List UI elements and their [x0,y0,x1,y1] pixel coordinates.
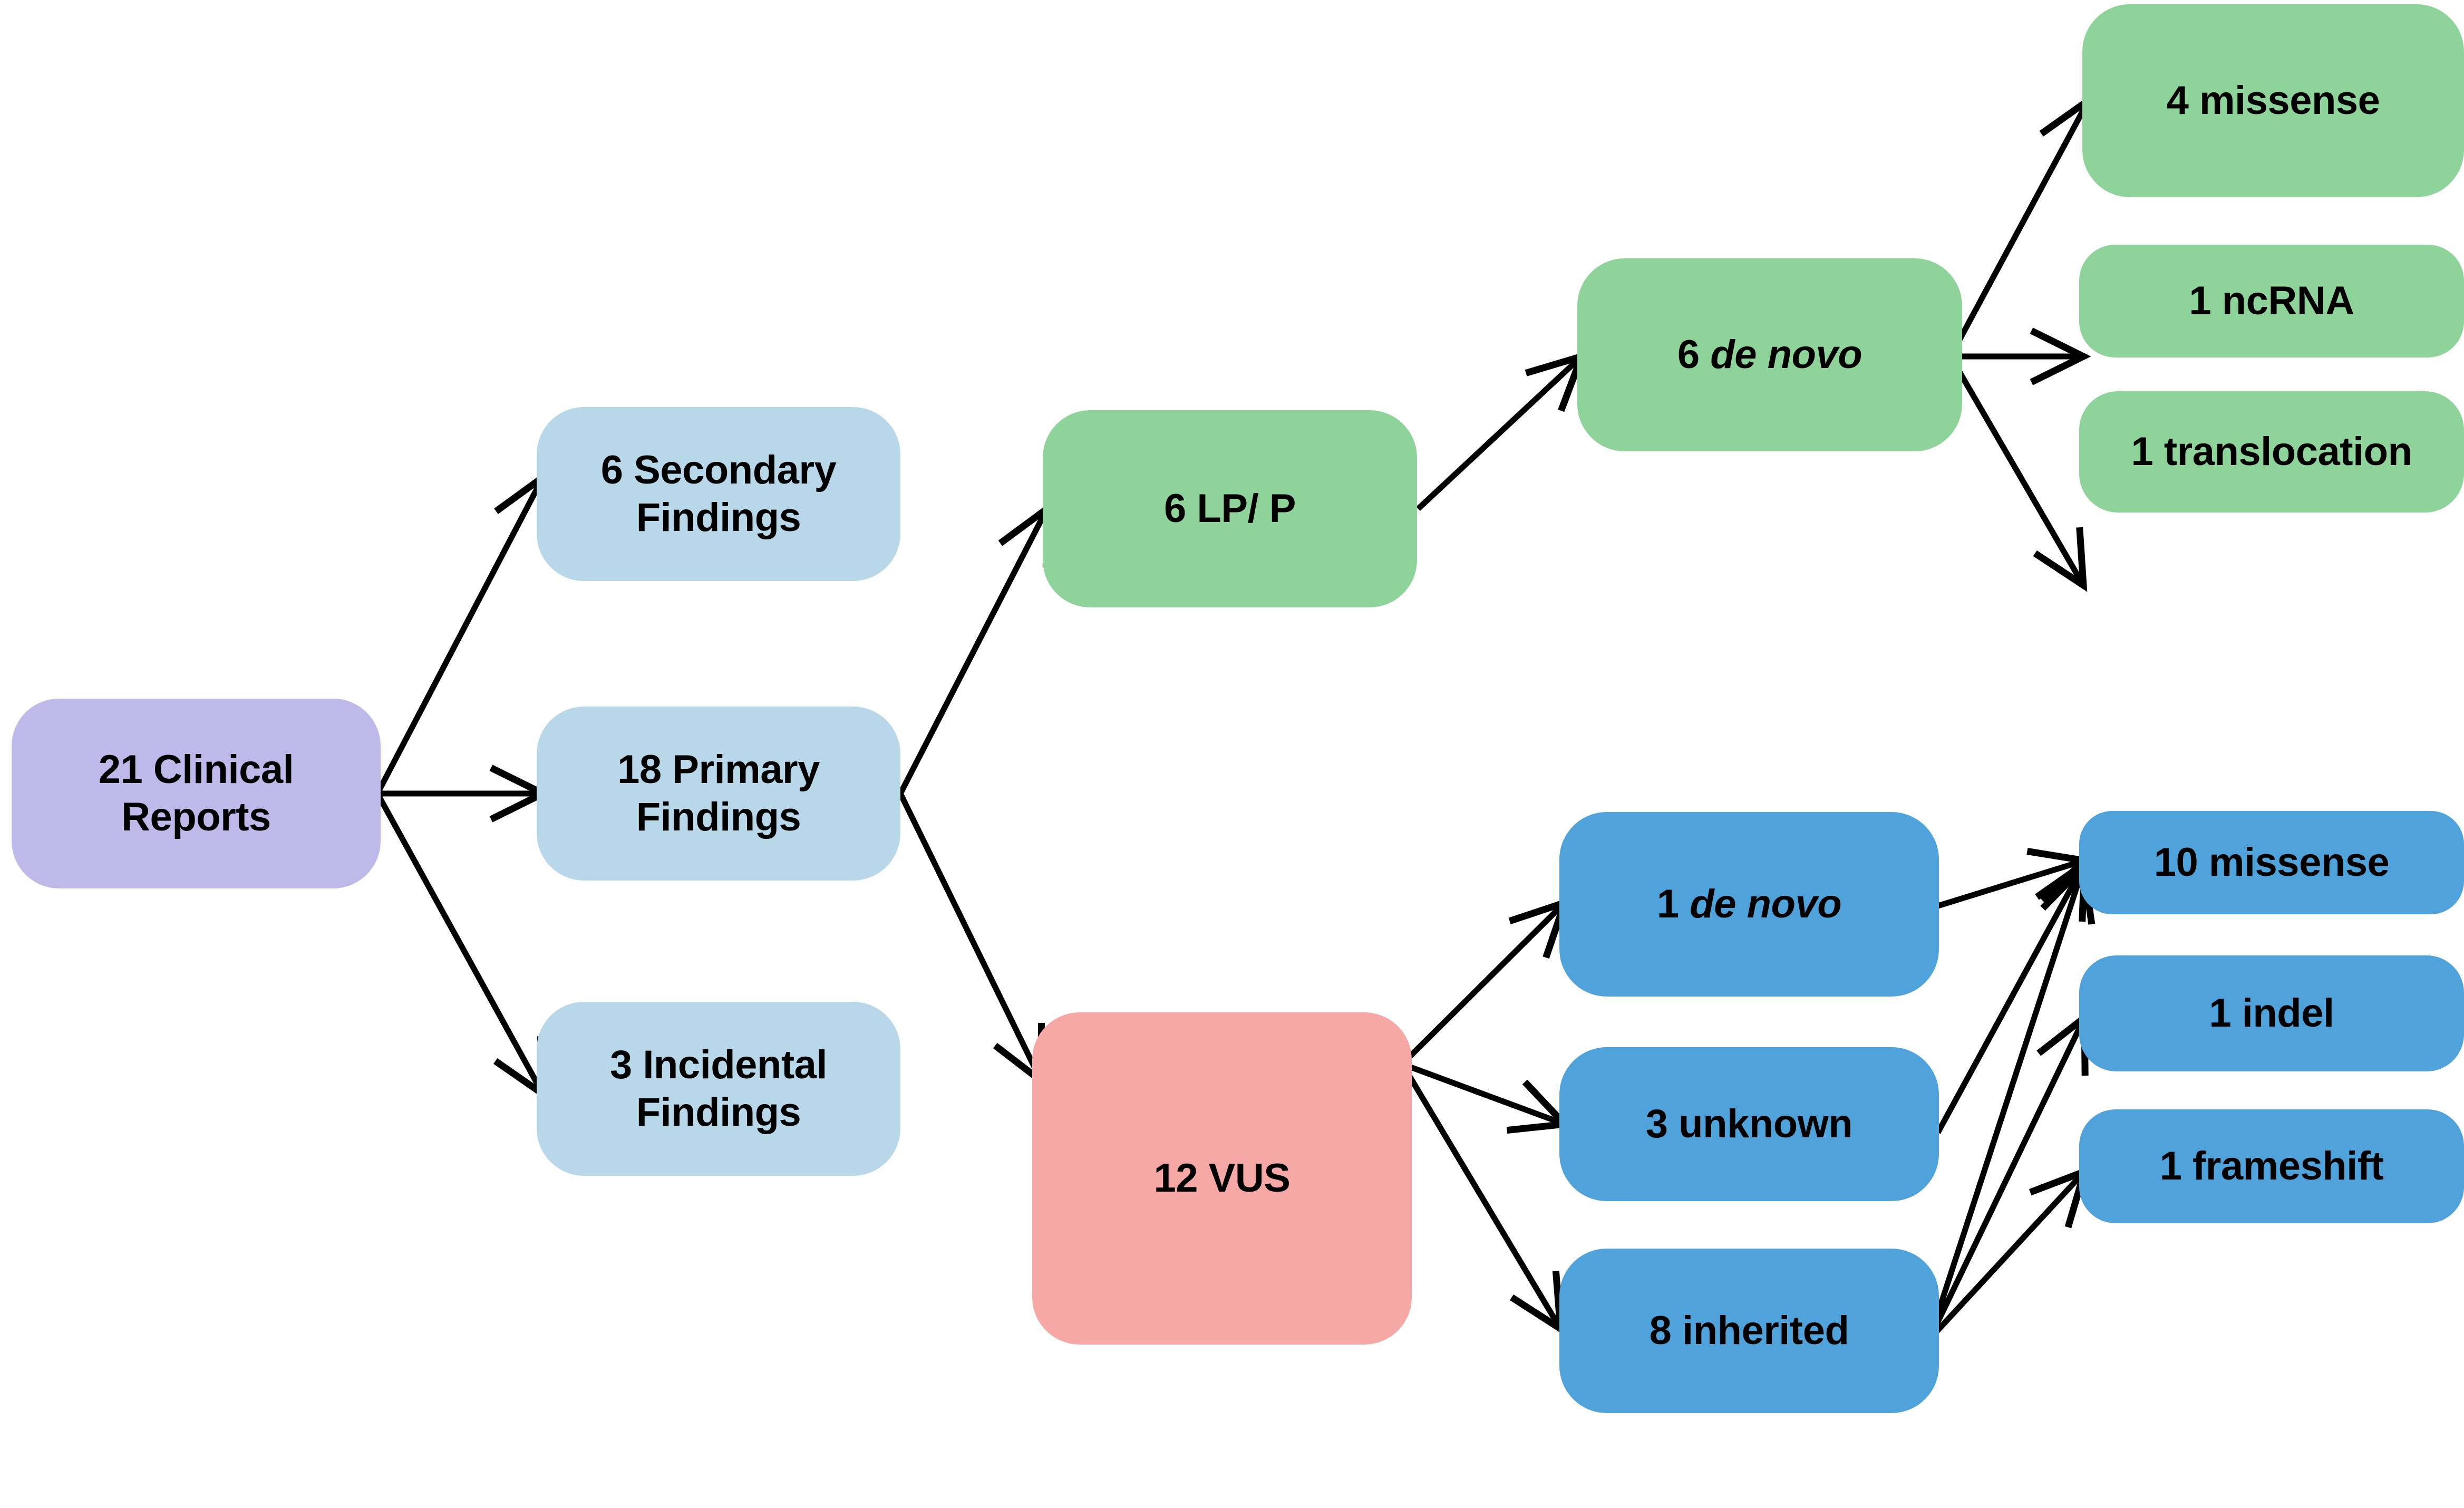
node-lp-p[interactable]: 6 LP/ P [1043,410,1417,607]
edge-shaft [1416,354,1584,511]
edge-vus-to-vus-de-novo [1400,897,1570,1066]
edge-vus-inherited-to-vus-frameshift [1927,1166,2090,1341]
edges-group [375,93,2096,1341]
node-label-italic-lpp-de-novo: de novo [1710,332,1862,378]
node-label-vus-missense: 10 missense [2153,840,2390,885]
node-vus-frameshift[interactable]: 1 frameshift [2079,1109,2464,1223]
edge-shaft [898,507,1050,795]
node-vus-de-novo[interactable]: 1 de novo [1559,812,1939,997]
node-label-vus-de-novo: 1 de novo [1559,881,1939,928]
edge-shaft [1927,1169,2087,1341]
node-label-line1-secondary-findings: 6 Secondary [600,448,837,493]
edge-shaft [1400,901,1567,1066]
node-lpp-ncrna[interactable]: 1 ncRNA [2079,245,2464,357]
node-label-line1-clinical-reports: 21 Clinical [98,747,294,792]
edge-shaft [1401,1061,1566,1127]
node-label-prefix-vus-de-novo: 1 [1656,882,1690,927]
node-vus-inherited[interactable]: 8 inherited [1559,1249,1939,1413]
edge-vus-to-vus-unknown [1401,1061,1572,1134]
edge-arrowhead [493,1036,547,1101]
node-label-lp-p: 6 LP/ P [1164,486,1296,531]
edge-arrowhead [2030,327,2091,385]
node-label-lpp-missense: 4 missense [2166,78,2380,123]
node-label-lpp-translocation: 1 translocation [2131,429,2412,475]
node-label-vus-indel: 1 indel [2209,991,2334,1036]
edge-lpp-de-novo-to-lpp-translocation [1948,355,2088,592]
edge-arrowhead [1510,1270,1565,1336]
edge-clinical-reports-to-primary-findings [377,765,551,823]
node-vus-unknown[interactable]: 3 unknown [1559,1047,1939,1201]
node-label-vus-inherited: 8 inherited [1649,1308,1849,1354]
edge-shaft [375,792,546,1096]
node-lpp-translocation[interactable]: 1 translocation [2079,391,2464,513]
edge-shaft [1948,355,2086,587]
node-vus[interactable]: 12 VUS [1032,1012,1412,1345]
edge-lpp-de-novo-to-lpp-missense [1948,93,2092,358]
node-label-vus-frameshift: 1 frameshift [2159,1144,2384,1189]
node-label-line1-incidental-findings: 3 Incidental [609,1042,828,1088]
node-label-prefix-lpp-de-novo: 6 [1677,332,1711,378]
node-label-line2-secondary-findings: Findings [636,495,801,540]
node-vus-indel[interactable]: 1 indel [2079,955,2464,1071]
node-vus-missense[interactable]: 10 missense [2079,811,2464,914]
node-label-line2-incidental-findings: Findings [636,1090,801,1135]
node-label-lpp-de-novo: 6 de novo [1577,331,1962,379]
node-lpp-missense[interactable]: 4 missense [2082,4,2464,197]
edge-shaft [1400,1062,1563,1330]
node-lpp-de-novo[interactable]: 6 de novo [1577,258,1962,451]
edge-lpp-de-novo-to-lpp-ncrna [1951,327,2091,385]
edge-primary-findings-to-lp-p [898,501,1051,795]
node-label-italic-vus-de-novo: de novo [1690,882,1842,927]
node-label-line2-clinical-reports: Reports [121,795,271,839]
node-label-lpp-ncrna: 1 ncRNA [2189,278,2354,324]
edge-primary-findings-to-vus [898,792,1045,1088]
node-label-vus: 12 VUS [1153,1156,1291,1201]
edge-shaft [898,792,1044,1082]
edge-clinical-reports-to-secondary-findings [375,470,547,795]
edge-shaft [1948,99,2091,358]
node-label-line1-primary-findings: 18 Primary [617,747,820,792]
node-label-vus-unknown: 3 unknown [1645,1101,1853,1147]
edge-shaft [375,476,546,795]
edge-clinical-reports-to-incidental-findings [375,792,547,1101]
edge-shaft [1927,1016,2087,1341]
edge-vus-to-vus-inherited [1400,1062,1565,1336]
edge-shaft [1937,857,2085,909]
edge-shaft [1935,862,2087,1134]
edge-arrowhead [2033,527,2088,592]
node-label-line2-primary-findings: Findings [636,795,801,839]
edge-shaft [1926,866,2087,1340]
edge-lp-p-to-lpp-de-novo [1416,351,1587,511]
